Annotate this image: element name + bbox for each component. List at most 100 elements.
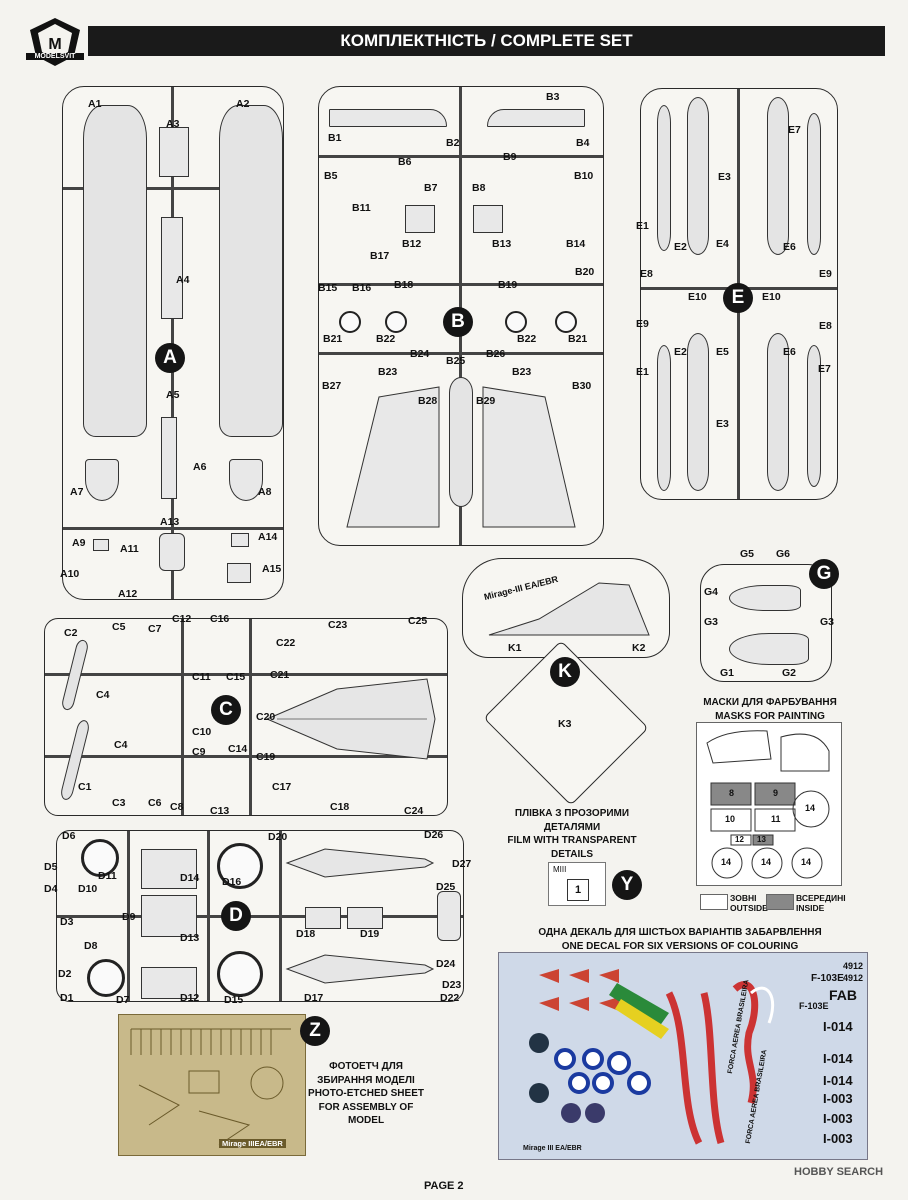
missile-e1-bot [657,345,671,491]
film-sheet: MIII 1 [548,862,606,906]
decal-title-ua: ОДНА ДЕКАЛЬ ДЛЯ ШІСТЬОХ ВАРІАНТІВ ЗАБАРВ… [538,927,822,938]
part-label: B22 [376,333,396,345]
film-title-en: FILM WITH TRANSPARENT DETAILS [507,835,637,860]
decal-code: I-003 [823,1131,853,1146]
part-label: D9 [122,911,136,923]
part-label: C2 [64,627,78,639]
part-label: B7 [424,182,438,194]
sprue-d: D [56,830,464,1002]
part-label: K1 [508,642,522,654]
sprue-b: B [318,86,604,546]
decal-title-en: ONE DECAL FOR SIX VERSIONS OF COLOURING [561,940,799,952]
part-label: E6 [783,346,796,358]
part-label: A8 [258,486,272,498]
wing-flap-b3 [487,109,585,127]
part-label: B6 [398,156,412,168]
part-label: B15 [318,282,338,294]
rear-fuselage-c20 [265,678,436,760]
part-label: C11 [192,671,211,683]
intake-g4 [729,585,801,611]
part-label: B30 [572,380,592,392]
part-label: A9 [72,537,86,549]
sprue-letter-g: G [809,559,839,589]
part-label: B18 [394,279,414,291]
masks-title-en: MASKS FOR PAINTING [715,710,825,722]
part-label: D12 [180,992,200,1004]
panel-b12 [405,205,435,233]
part-label: D25 [436,881,456,893]
intake-g1 [729,633,809,665]
decal-sheet: F-103E 4912 4912 FAB F-103E I-014 I-014 … [498,952,868,1160]
part-label: A3 [166,118,180,130]
photo-etch-name: Mirage IIIEA/EBR [219,1139,286,1148]
missile-e7-bot [807,345,821,487]
part-label: A12 [118,588,138,600]
legend-outside: ЗОВНІ OUTSIDE [730,893,768,913]
mask-number: 12 [735,835,744,844]
page-title: КОМПЛЕКТНІСТЬ / COMPLETE SET [340,31,633,50]
part-label: C19 [256,751,276,763]
film-part: 1 [567,879,589,901]
tank-e6-bot [767,333,789,491]
part-label: D6 [62,830,76,842]
panel-d14 [141,849,197,889]
sprue-letter-e: E [723,283,753,313]
part-label: D1 [60,992,74,1004]
mask-number: 14 [721,857,732,867]
mask-number: 8 [729,788,735,798]
page-number: PAGE 2 [424,1180,464,1192]
part-label: C21 [270,669,290,681]
part-label: B4 [576,137,590,149]
part-label: E7 [818,363,831,375]
decal-title: ОДНА ДЕКАЛЬ ДЛЯ ШІСТЬОХ ВАРІАНТІВ ЗАБАРВ… [520,926,840,953]
legend-inside-ua: ВСЕРЕДИНІ [796,893,846,903]
part-label: C1 [78,781,92,793]
part-label: C15 [226,671,246,683]
ring-d15 [217,951,263,997]
decal-code: 4912 [843,961,864,971]
part-d25 [437,891,461,941]
part-label: C25 [408,615,428,627]
part-label: D7 [116,994,130,1006]
part-label: A13 [160,516,180,528]
part-label: B2 [446,137,460,149]
small-part-a14 [231,533,249,547]
decal-code: I-003 [823,1111,853,1126]
part-label: K3 [558,718,572,730]
mask-number: 14 [805,803,816,813]
sprue-letter-b: B [443,307,473,337]
part-label: A11 [120,543,139,555]
part-label: B9 [503,151,517,163]
decal-code: I-014 [823,1073,853,1088]
mask-number: 10 [725,814,736,824]
legend-inside-en: INSIDE [796,903,825,914]
part-label: A4 [176,274,190,286]
mask-number: 14 [761,857,772,867]
film-title: ПЛІВКА З ПРОЗОРИМИ ДЕТАЛЯМИ FILM WITH TR… [494,807,650,861]
part-label: A14 [258,531,278,543]
photo-etch-caption: ФОТОЕТЧ ДЛЯ ЗБИРАННЯ МОДЕЛІ PHOTO-ETCHED… [308,1060,424,1128]
legend-outside-ua: ЗОВНІ [730,893,757,903]
part-label: D3 [60,916,74,928]
part-label: E3 [718,171,731,183]
mask-number: 14 [801,857,812,867]
part-label: B16 [352,282,372,294]
sprue-letter-z: Z [300,1016,330,1046]
missile-e1-top [657,105,671,251]
wheel-b22-l [385,311,407,333]
part-label: B20 [575,266,595,278]
part-label: D16 [222,876,242,888]
film-code: MIII [553,865,567,874]
part-label: E8 [819,320,832,332]
cockpit-tub [159,127,189,177]
part-label: D8 [84,940,98,952]
part-label: B5 [324,170,338,182]
tank-e6-top [767,97,789,255]
part-label: K2 [632,642,646,654]
wheel-d11 [81,839,119,877]
mask-number: 11 [771,814,781,824]
part-label: B23 [512,366,532,378]
part-label: C9 [192,746,206,758]
missile-e7-top [807,113,821,255]
part-label: B24 [410,348,430,360]
